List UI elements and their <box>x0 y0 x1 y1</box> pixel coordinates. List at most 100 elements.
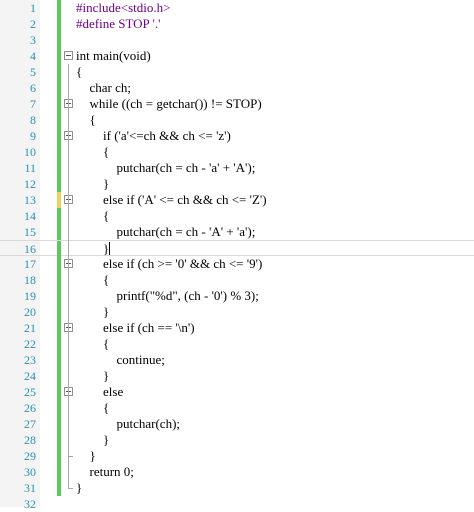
line-number: 18 <box>24 273 36 287</box>
code-line[interactable]: 13 else if ('A' <= ch && ch <= 'Z') <box>0 192 474 208</box>
code-line[interactable]: 11 putchar(ch = ch - 'a' + 'A'); <box>0 160 474 176</box>
text-caret <box>109 242 111 255</box>
line-number: 24 <box>24 369 36 383</box>
line-number: 17 <box>24 257 36 271</box>
code-text: } <box>103 241 111 257</box>
line-number: 13 <box>24 193 36 207</box>
change-indicator <box>57 241 61 257</box>
code-line[interactable]: 21 else if (ch == '\n') <box>0 320 474 336</box>
change-indicator <box>57 16 61 32</box>
code-line[interactable]: 12} <box>0 176 474 192</box>
code-line[interactable]: 25 else <box>0 384 474 400</box>
code-line[interactable]: 5{ <box>0 64 474 80</box>
code-line[interactable]: 10 { <box>0 144 474 160</box>
code-token: while ((ch = getchar()) != STOP) <box>89 96 262 111</box>
line-number: 29 <box>24 449 36 463</box>
line-number: 26 <box>24 401 36 415</box>
code-line[interactable]: 28} <box>0 432 474 448</box>
code-line[interactable]: 32 <box>0 496 474 512</box>
code-text: else if (ch == '\n') <box>103 320 195 336</box>
collapse-icon[interactable] <box>64 51 73 60</box>
code-token: putchar(ch = ch - 'a' + 'A'); <box>116 160 256 175</box>
code-line[interactable]: 1 #include<stdio.h> <box>0 0 474 16</box>
change-indicator <box>57 208 61 224</box>
code-text: { <box>103 208 109 224</box>
code-text: { <box>103 272 109 288</box>
code-line[interactable]: 16} <box>0 240 474 257</box>
code-text: } <box>90 448 96 464</box>
change-indicator <box>57 224 61 240</box>
change-indicator <box>57 432 61 448</box>
change-indicator <box>57 80 61 96</box>
code-text: } <box>103 368 109 384</box>
line-number: 21 <box>24 321 36 335</box>
code-text: } <box>103 432 109 448</box>
code-token: else if (ch >= '0' && ch <= '9') <box>103 256 263 271</box>
code-text: return 0; <box>90 464 134 480</box>
change-indicator <box>57 48 61 64</box>
code-token: putchar(ch = ch - 'A' + 'a'); <box>116 224 256 239</box>
code-text: { <box>90 112 96 128</box>
code-token: { <box>103 272 110 287</box>
line-number: 9 <box>30 129 36 143</box>
code-token: printf("%d", (ch - '0') % 3); <box>116 288 259 303</box>
code-text: printf("%d", (ch - '0') % 3); <box>117 288 259 304</box>
code-text: #include<stdio.h> <box>76 0 170 16</box>
code-text: else if ('A' <= ch && ch <= 'Z') <box>103 192 267 208</box>
code-line[interactable]: 20} <box>0 304 474 320</box>
code-text: int main(void) <box>76 48 151 64</box>
line-number: 11 <box>24 161 36 175</box>
change-indicator <box>57 64 61 80</box>
code-line[interactable]: 22{ <box>0 336 474 352</box>
line-number: 19 <box>24 289 36 303</box>
code-text: } <box>103 304 109 320</box>
code-text: putchar(ch = ch - 'a' + 'A'); <box>117 160 256 176</box>
code-line[interactable]: 8{ <box>0 112 474 128</box>
fold-guide-end <box>68 456 73 457</box>
code-text: else if (ch >= '0' && ch <= '9') <box>103 256 262 272</box>
code-text: { <box>76 64 82 80</box>
code-text: { <box>103 400 109 416</box>
line-number: 28 <box>24 433 36 447</box>
code-line[interactable]: 2#define STOP '.' <box>0 16 474 32</box>
code-text: } <box>76 480 82 496</box>
change-indicator <box>57 144 61 160</box>
line-number: 10 <box>24 145 36 159</box>
code-line[interactable]: 19 printf("%d", (ch - '0') % 3); <box>0 288 474 304</box>
change-indicator <box>57 32 61 48</box>
change-indicator <box>57 288 61 304</box>
change-indicator <box>57 160 61 176</box>
fold-guide <box>68 112 69 456</box>
change-indicator <box>57 416 61 432</box>
code-token: { <box>103 144 110 159</box>
code-line[interactable]: 3 <box>0 32 474 48</box>
line-number: 25 <box>24 385 36 399</box>
code-line[interactable]: 26 { <box>0 400 474 416</box>
code-line[interactable]: 29} <box>0 448 474 464</box>
change-indicator <box>57 128 61 144</box>
code-token: } <box>103 304 110 319</box>
code-line[interactable]: 18 { <box>0 272 474 288</box>
change-indicator <box>57 304 61 320</box>
line-number: 8 <box>30 113 36 127</box>
line-number: 1 <box>30 1 36 15</box>
code-token: { <box>103 400 110 415</box>
code-line[interactable]: 14{ <box>0 208 474 224</box>
code-text: putchar(ch); <box>117 416 181 432</box>
code-text: putchar(ch = ch - 'A' + 'a'); <box>117 224 256 240</box>
code-line[interactable]: 31} <box>0 480 474 496</box>
change-indicator <box>57 480 61 496</box>
line-number: 20 <box>24 305 36 319</box>
code-line[interactable]: 24} <box>0 368 474 384</box>
code-text: else <box>103 384 123 400</box>
code-line[interactable]: 17 else if (ch >= '0' && ch <= '9') <box>0 256 474 272</box>
